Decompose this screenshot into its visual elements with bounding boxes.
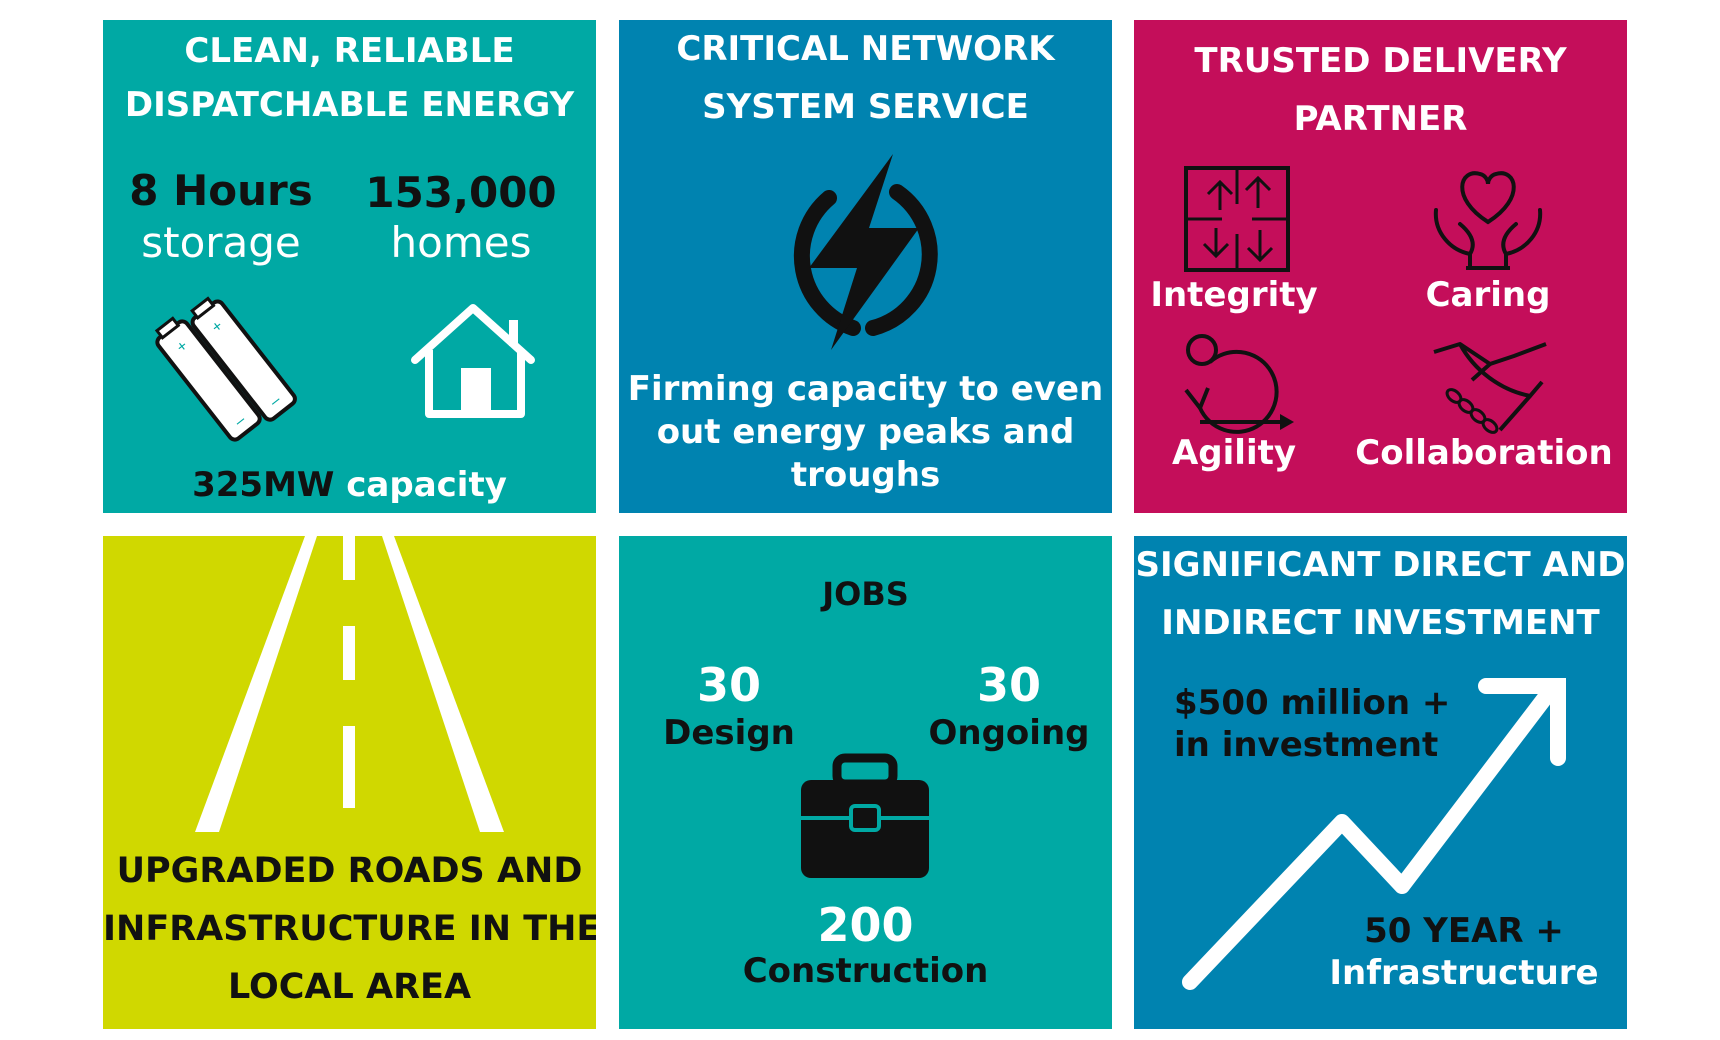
heart-hands-icon [1433, 171, 1543, 270]
storage-value: 8 Hours [129, 166, 313, 215]
network-title-line2: SYSTEM SERVICE [702, 87, 1029, 127]
roads-title-line1: UPGRADED ROADS AND [116, 851, 583, 891]
trend-arrow-icon [1182, 678, 1566, 990]
years-line1: 50 YEAR + [1364, 911, 1564, 951]
network-title-line1: CRITICAL NETWORK [676, 29, 1055, 69]
construction-label: Construction [742, 951, 989, 991]
lightning-power-icon [793, 154, 938, 350]
homes-label: homes [390, 218, 532, 267]
value-caring: Caring [1425, 275, 1551, 315]
investment-title-line1: SIGNIFICANT DIRECT AND [1135, 545, 1626, 585]
network-panel: CRITICAL NETWORK SYSTEM SERVICE Firming … [619, 20, 1112, 513]
battery-icon: + + – – [154, 296, 297, 442]
network-desc-line1: Firming capacity to even [627, 369, 1104, 409]
partner-panel: TRUSTED DELIVERY PARTNER Integrity Carin… [1134, 20, 1627, 513]
agile-loop-icon [1184, 334, 1294, 434]
handshake-icon [1433, 342, 1547, 434]
construction-value: 200 [817, 898, 914, 952]
homes-value: 153,000 [365, 168, 557, 217]
partner-title-line2: PARTNER [1293, 99, 1468, 139]
roads-title-line3: LOCAL AREA [227, 967, 472, 1007]
network-desc-line2: out energy peaks and [656, 412, 1075, 452]
partner-title-line1: TRUSTED DELIVERY [1194, 41, 1567, 81]
value-collaboration: Collaboration [1355, 433, 1613, 473]
jobs-title: JOBS [822, 575, 909, 613]
roads-panel: UPGRADED ROADS AND INFRASTRUCTURE IN THE… [103, 536, 596, 1029]
years-line2: Infrastructure [1329, 953, 1599, 993]
energy-panel: CLEAN, RELIABLE DISPATCHABLE ENERGY 8 Ho… [103, 20, 596, 513]
investment-panel: SIGNIFICANT DIRECT AND INDIRECT INVESTME… [1134, 536, 1627, 1029]
storage-label: storage [141, 218, 301, 267]
energy-title-line1: CLEAN, RELIABLE [184, 31, 515, 71]
value-integrity: Integrity [1150, 275, 1318, 315]
investment-title-line2: INDIRECT INVESTMENT [1161, 603, 1600, 643]
network-desc-line3: troughs [790, 455, 941, 495]
energy-title-line2: DISPATCHABLE ENERGY [124, 85, 575, 125]
amount-line2: in investment [1174, 725, 1439, 765]
capacity-label: capacity [346, 465, 507, 505]
road-icon [195, 536, 504, 832]
briefcase-icon [801, 753, 929, 878]
amount-line1: $500 million + [1174, 683, 1451, 723]
ongoing-label: Ongoing [928, 713, 1090, 753]
capacity-value: 325MW [192, 465, 335, 505]
design-label: Design [663, 713, 795, 753]
design-value: 30 [696, 658, 761, 712]
ongoing-value: 30 [976, 658, 1041, 712]
value-agility: Agility [1171, 433, 1297, 473]
puzzle-icon [1184, 166, 1290, 272]
house-icon [411, 304, 535, 418]
jobs-panel: JOBS 30 Design 30 Ongoing 200 Constructi… [619, 536, 1112, 1029]
roads-title-line2: INFRASTRUCTURE IN THE [103, 909, 596, 949]
capacity-line: 325MW capacity [103, 468, 596, 502]
